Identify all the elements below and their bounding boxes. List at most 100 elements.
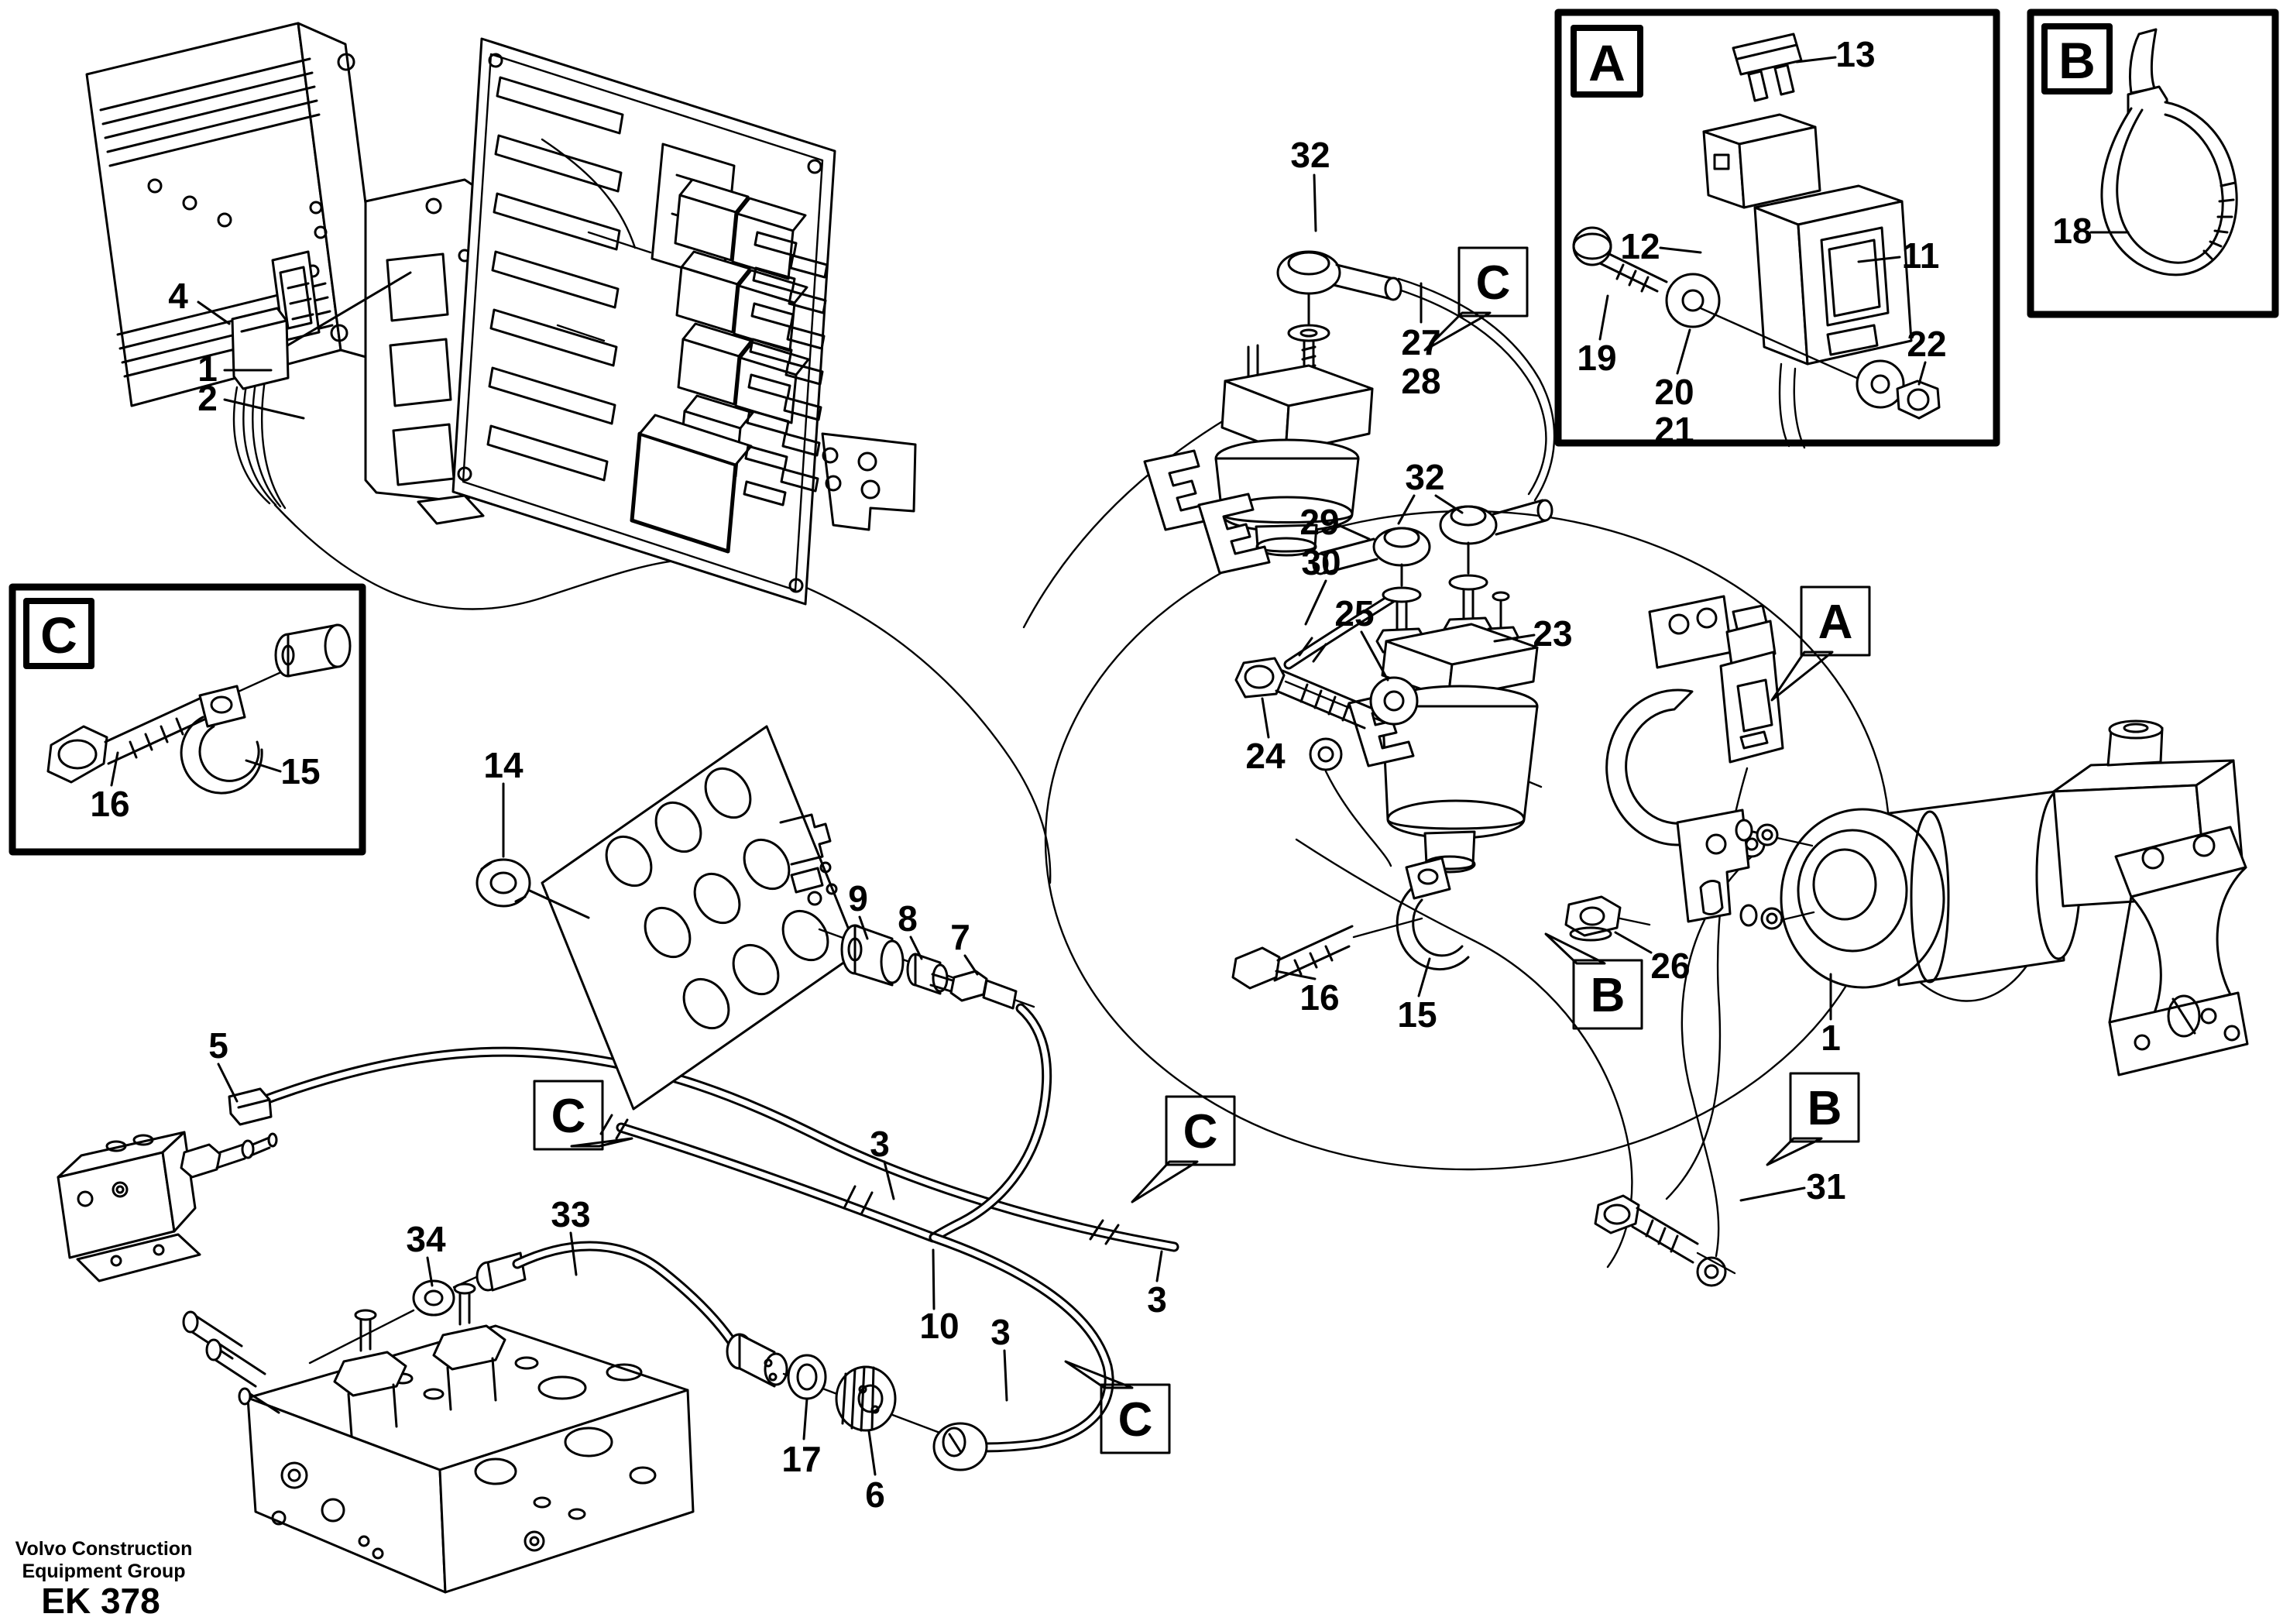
leader-line — [802, 1397, 808, 1440]
part-label: 20 — [1654, 372, 1694, 412]
part-label: 13 — [1835, 34, 1875, 74]
organization-line2: Equipment Group — [22, 1560, 186, 1582]
part-label: 24 — [1245, 736, 1286, 776]
leader-line — [1739, 1186, 1806, 1202]
washer-nut-22 — [1856, 359, 1941, 420]
leader-line — [1795, 56, 1837, 64]
bolt-19-washers-20-21 — [1572, 226, 1876, 387]
part-label: 2 — [197, 378, 218, 418]
flag-box — [1100, 1383, 1171, 1454]
part-label: 8 — [898, 898, 918, 939]
band-clamp-and-bracket — [1605, 595, 1750, 923]
leader-line — [1313, 173, 1317, 232]
flag-box — [1165, 1095, 1236, 1166]
leader-line — [245, 759, 282, 773]
part-label: 18 — [2052, 211, 2092, 251]
part-label: 34 — [406, 1219, 446, 1259]
part-label: 17 — [781, 1439, 821, 1479]
bushing-inset — [274, 623, 352, 678]
part-label: 19 — [1577, 338, 1616, 378]
leader-line — [223, 398, 305, 420]
flag-tail — [1544, 932, 1606, 965]
flag-tail — [1131, 1160, 1199, 1203]
part-label: 25 — [1334, 593, 1374, 633]
part-label: 21 — [1654, 410, 1694, 450]
fuse-holder-11-12 — [1702, 113, 1913, 449]
flag-letter: C — [1118, 1393, 1153, 1447]
flag-letter: C — [551, 1090, 586, 1143]
part-label: 7 — [950, 917, 970, 957]
bulkhead-fittings-9-8-7 — [818, 924, 1035, 1010]
pump-motor-1 — [1735, 719, 2244, 1002]
leader-line — [1261, 697, 1270, 739]
solenoid-valve-27-28 — [1143, 250, 1402, 575]
flag-tail — [1423, 311, 1492, 352]
leader-line — [1614, 931, 1653, 954]
hose-33-assembly — [475, 1241, 988, 1471]
inset-b-letter: B — [2058, 32, 2096, 89]
leader-line — [1003, 1349, 1008, 1402]
flag-box — [533, 1080, 604, 1151]
leader-line — [197, 300, 231, 325]
flag-box — [1572, 959, 1643, 1030]
leader-line — [1659, 246, 1702, 254]
flag-letter: C — [1183, 1105, 1218, 1159]
leader-line — [1304, 579, 1327, 626]
part-label: 29 — [1299, 502, 1339, 542]
part-label: 16 — [1299, 977, 1339, 1018]
leader-line — [1155, 1250, 1163, 1282]
part-label: 11 — [1902, 235, 1940, 276]
part-label: 10 — [919, 1306, 959, 1346]
connector-a — [1719, 604, 1784, 764]
flag-tail — [1064, 1360, 1134, 1389]
cable-tie-18 — [2100, 28, 2238, 276]
organization-text: Volvo Construction Equipment Group — [11, 1538, 197, 1583]
part-label: 1 — [197, 348, 218, 389]
valve-block-assembly-5 — [57, 1087, 278, 1282]
ground-strap-bolt-31 — [1594, 1194, 1736, 1275]
flag-letter: C — [1476, 256, 1511, 310]
part-label: 15 — [1397, 994, 1437, 1035]
solenoid-valve-23 — [1234, 494, 1553, 874]
flag-letter: B — [1808, 1082, 1842, 1135]
clamp-15-inset — [180, 685, 263, 795]
inset-c-letter: C — [40, 606, 77, 664]
flag-box — [1800, 585, 1871, 657]
flag-tail — [1770, 651, 1834, 702]
part-label: 3 — [1147, 1279, 1167, 1320]
part-label: 30 — [1301, 542, 1341, 582]
leader-line — [1598, 294, 1609, 341]
inset-a-letter: A — [1588, 34, 1626, 91]
part-label: 6 — [865, 1475, 885, 1515]
leader-line — [1417, 957, 1431, 997]
flag-box — [1789, 1072, 1860, 1143]
flag-letter: A — [1818, 596, 1853, 649]
inset-c: C — [9, 583, 366, 856]
clamp-15-bolt-16-centre — [1231, 857, 1470, 990]
leader-line — [1360, 630, 1389, 682]
part-label: 9 — [848, 878, 868, 918]
part-label: 31 — [1806, 1166, 1845, 1207]
part-label: 26 — [1650, 946, 1690, 986]
leader-line — [883, 1160, 895, 1200]
leader-line — [426, 1256, 434, 1287]
part-label: 12 — [1620, 226, 1660, 266]
leader-line — [909, 936, 923, 960]
leader-line — [569, 1231, 578, 1276]
harness-connector-4 — [231, 307, 290, 510]
hose-and-tube-runs — [252, 592, 1398, 1453]
part-label: 1 — [1821, 1018, 1841, 1058]
leader-line — [110, 751, 119, 787]
part-label: 5 — [208, 1025, 228, 1066]
part-label: 23 — [1533, 613, 1572, 654]
part-label: 22 — [1907, 324, 1946, 364]
pump-mounting-bracket — [2108, 826, 2249, 1076]
leader-line — [932, 1248, 936, 1310]
flag-tail — [1766, 1137, 1823, 1166]
part-label: 32 — [1405, 457, 1444, 497]
leader-line — [1275, 970, 1317, 980]
part-label: 3 — [990, 1312, 1011, 1352]
part-label: 14 — [483, 745, 524, 785]
part-label: 32 — [1290, 135, 1330, 175]
